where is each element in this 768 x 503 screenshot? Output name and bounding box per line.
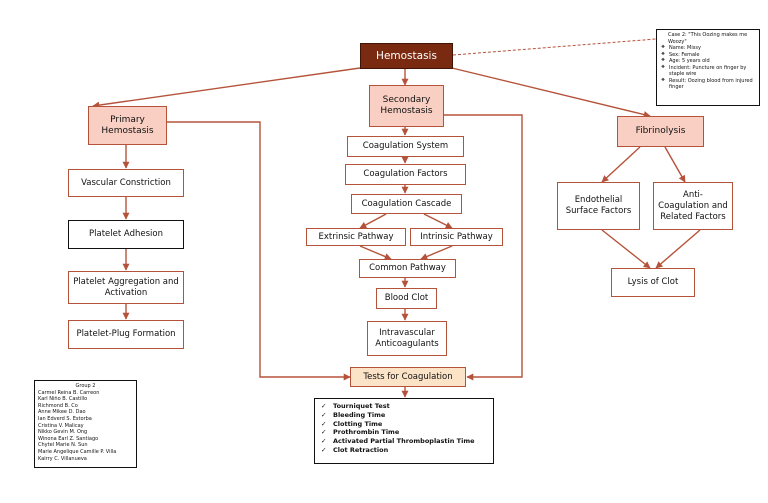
blood-clot-box: Blood Clot	[376, 288, 437, 309]
group-member: Nikko Gevin M. Ong	[38, 429, 88, 436]
group-member: Karl Niño B. Castillo	[38, 396, 88, 403]
case-item-name: Name: Missy	[660, 45, 756, 52]
case-note: Case 2: "This Oozing makes me Woozy" Nam…	[656, 29, 760, 106]
test-item-clot-retraction: Clot Retraction	[319, 446, 489, 455]
test-item-clotting-time: Clotting Time	[319, 420, 489, 429]
case-item-sex: Sex: Female	[660, 52, 756, 59]
group-member: Marie Angelique Camille P. Villa	[38, 448, 117, 455]
case-item-result: Result: Oozing blood from injured finger	[660, 78, 756, 91]
group-member: Anne Mikee D. Dao	[38, 409, 86, 416]
tests-list: Tourniquet Test Bleeding Time Clotting T…	[314, 398, 494, 464]
vascular-constriction-box: Vascular Constriction	[68, 169, 184, 197]
group-member: Chytel Marie N. Sun	[38, 442, 88, 449]
group-title: Group 2	[75, 383, 96, 389]
test-item-bleeding-time: Bleeding Time	[319, 411, 489, 420]
test-item-tourniquet: Tourniquet Test	[319, 402, 489, 411]
test-item-prothrombin-time: Prothrombin Time	[319, 428, 489, 437]
fibrinolysis-box: Fibrinolysis	[617, 116, 704, 147]
platelet-aggregation-box: Platelet Aggregation and Activation	[68, 271, 184, 304]
case-heading: Case 2: "This Oozing makes me Woozy"	[668, 32, 748, 45]
case-item-age: Age: 5 years old	[660, 58, 756, 65]
coagulation-cascade-box: Coagulation Cascade	[351, 194, 462, 214]
tests-for-coagulation-box: Tests for Coagulation	[350, 367, 466, 387]
lysis-of-clot-box: Lysis of Clot	[611, 268, 695, 297]
anti-coagulation-factors-box: Anti- Coagulation and Related Factors	[653, 182, 733, 230]
intravascular-anticoagulants-box: Intravascular Anticoagulants	[367, 321, 447, 356]
hemostasis-title: Hemostasis	[360, 43, 453, 69]
secondary-hemostasis-box: Secondary Hemostasis	[369, 85, 444, 127]
group-member: Kairry C. Villanueva	[38, 455, 87, 462]
group-member: Carmel Reina B. Carreon	[38, 389, 100, 396]
platelet-plug-box: Platelet-Plug Formation	[68, 320, 184, 349]
common-pathway-box: Common Pathway	[359, 259, 456, 278]
intrinsic-pathway-box: Intrinsic Pathway	[410, 228, 503, 246]
coagulation-factors-box: Coagulation Factors	[345, 164, 466, 185]
case-item-incident: Incident: Puncture on finger by staple w…	[660, 65, 756, 78]
endothelial-surface-factors-box: Endothelial Surface Factors	[557, 182, 640, 230]
platelet-adhesion-box: Platelet Adhesion	[68, 220, 184, 249]
group-member: Cristina V. Malicay	[38, 422, 84, 429]
extrinsic-pathway-box: Extrinsic Pathway	[306, 228, 406, 246]
test-item-aptt: Activated Partial Thromboplastin Time	[319, 437, 489, 446]
group-member: Richmond B. Co	[38, 402, 78, 409]
group-member: Ian Edverd S. Estorba	[38, 415, 92, 422]
primary-hemostasis-box: Primary Hemostasis	[88, 106, 167, 145]
coagulation-system-box: Coagulation System	[347, 136, 464, 157]
group-members-box: Group 2 Carmel Reina B. Carreon Karl Niñ…	[34, 380, 137, 468]
group-member: Winona Earl Z. Santiago	[38, 435, 99, 442]
